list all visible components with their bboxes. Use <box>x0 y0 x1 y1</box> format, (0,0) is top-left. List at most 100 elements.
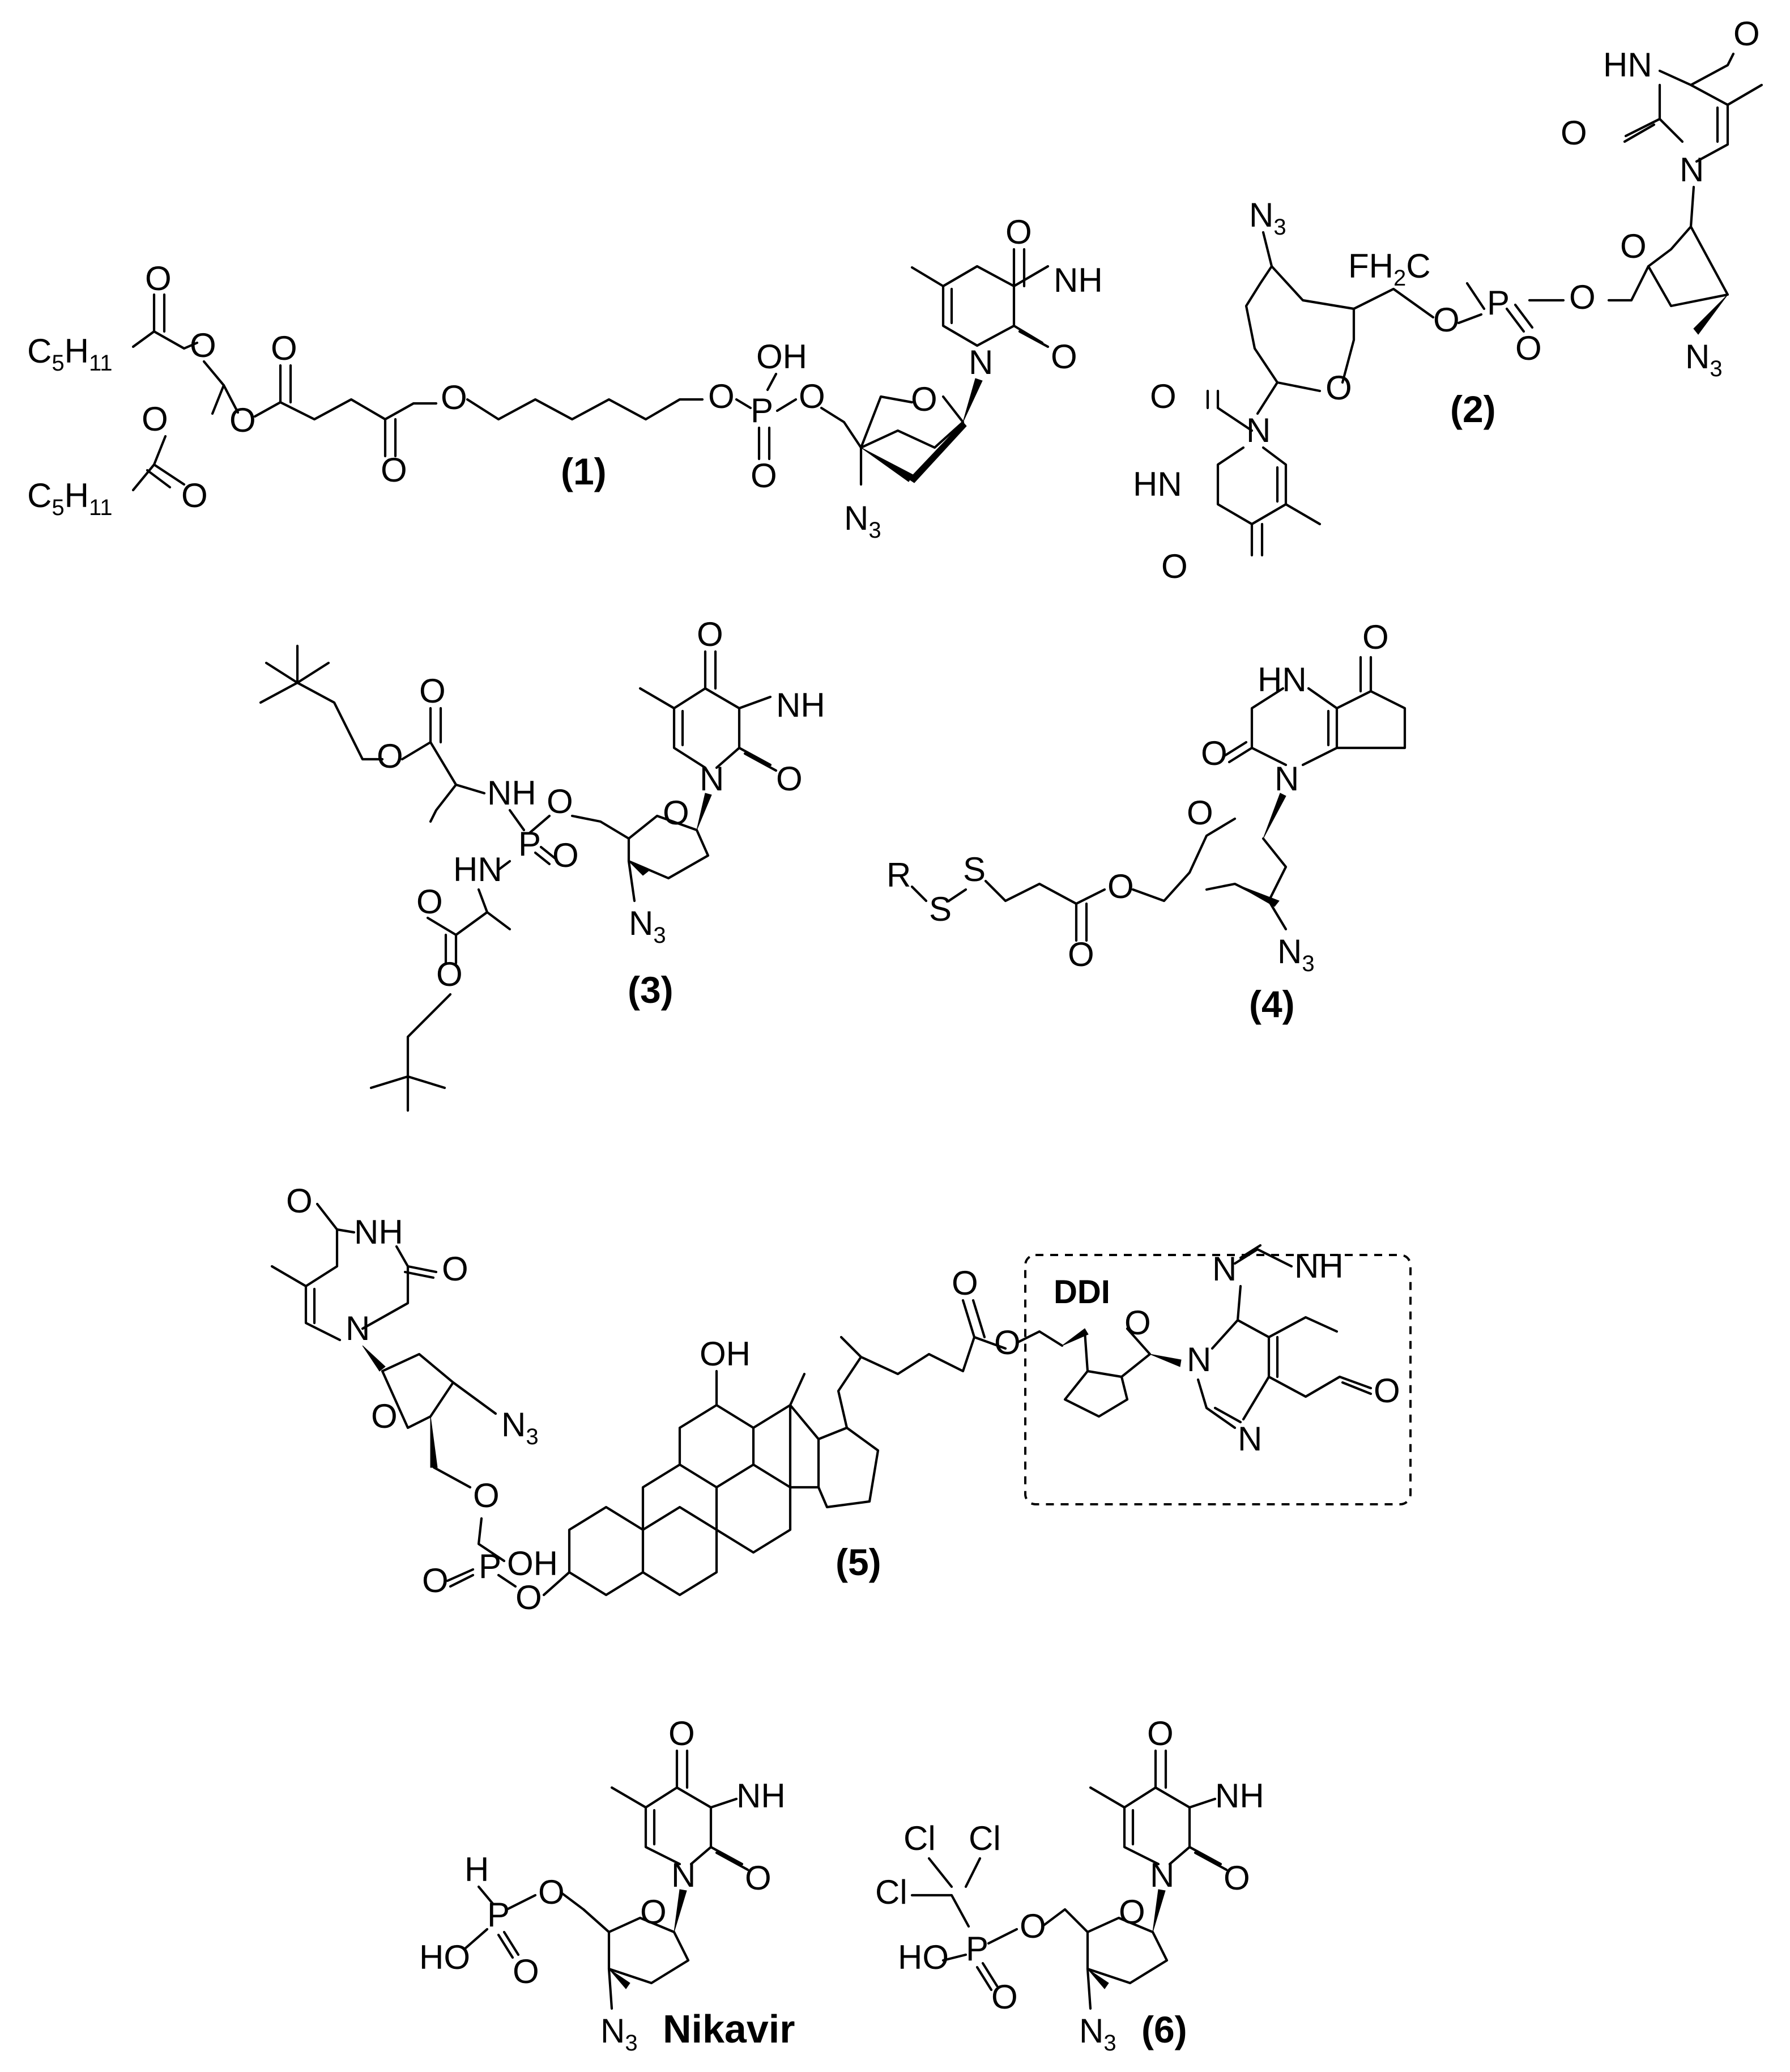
compound-5-structure: O NH O N O N3 O OH P O O OH O O DDI O N … <box>270 1182 1412 1616</box>
atom-o: O <box>442 1250 468 1288</box>
atom-o: O <box>381 451 407 489</box>
atom-n: N <box>1680 151 1704 189</box>
n3-label: N3 <box>600 2012 638 2056</box>
atom-o: O <box>513 1952 539 1990</box>
compound-6-label: (6) <box>1141 2009 1187 2050</box>
atom-r: R <box>887 856 911 894</box>
atom-o: O <box>745 1859 772 1897</box>
atom-n: N <box>969 343 993 381</box>
compound-3-structure: O O NH P O O HN O O O N3 N O NH O (3) <box>259 615 825 1112</box>
n3-label: N3 <box>501 1406 539 1449</box>
atom-o: O <box>1433 301 1460 339</box>
atom-cl: Cl <box>969 1819 1001 1857</box>
atom-o: O <box>515 1579 542 1616</box>
ddi-label: DDI <box>1054 1274 1110 1311</box>
compound-4-label: (4) <box>1249 983 1295 1025</box>
compound-3-label: (3) <box>628 969 674 1011</box>
atom-o: O <box>436 955 463 993</box>
atom-o: O <box>1161 547 1188 585</box>
atom-s: S <box>963 850 986 888</box>
atom-o: O <box>776 760 803 798</box>
atom-o: O <box>145 259 172 297</box>
atom-nh: NH <box>776 686 825 724</box>
atom-o: O <box>952 1264 978 1302</box>
atom-o: O <box>1374 1372 1400 1410</box>
atom-o: O <box>1515 329 1542 367</box>
atom-o: O <box>1068 935 1094 973</box>
atom-o: O <box>1201 734 1228 772</box>
atom-nh: NH <box>1054 261 1103 299</box>
atom-o: O <box>668 1714 695 1752</box>
atom-o: O <box>751 457 777 495</box>
atom-n: N <box>1238 1420 1262 1458</box>
compound-6-structure: Cl Cl Cl P HO O O O N3 N O NH O (6) <box>875 1714 1264 2056</box>
atom-n: N <box>1275 760 1299 798</box>
compound-2-label: (2) <box>1450 388 1496 430</box>
nikavir-structure: H P HO O O O N3 N O NH O Nikavir <box>419 1714 795 2056</box>
atom-o: O <box>377 737 403 775</box>
atom-o: O <box>1005 213 1032 251</box>
atom-o: O <box>663 794 689 832</box>
atom-ho: HO <box>419 1938 470 1976</box>
atom-o: O <box>697 615 723 653</box>
atom-nh: NH <box>1294 1247 1344 1285</box>
atom-o: O <box>473 1477 500 1514</box>
n3-label: N3 <box>629 904 666 948</box>
atom-hn: HN <box>1603 46 1652 84</box>
atom-o: O <box>911 380 937 418</box>
atom-oh: OH <box>507 1545 558 1582</box>
atom-ho: HO <box>898 1938 949 1976</box>
n3-label: N3 <box>1079 2012 1116 2056</box>
atom-hn: HN <box>1133 465 1182 503</box>
n3-label: N3 <box>1249 196 1286 240</box>
compound-2-structure: HN O O N O O P O O FH2C N3 O N3 N O HN O… <box>1133 15 1763 585</box>
atom-o: O <box>181 476 208 514</box>
n3-label: N3 <box>1277 933 1315 976</box>
c5h11-label-bottom: C5H11 <box>27 476 112 520</box>
c5h11-label-top: C5H11 <box>27 332 112 376</box>
nikavir-label: Nikavir <box>663 2007 795 2051</box>
atom-p: P <box>751 392 773 429</box>
atom-nh: NH <box>487 774 536 812</box>
atom-o: O <box>229 401 256 439</box>
atom-o: O <box>1362 618 1389 656</box>
atom-o: O <box>1107 867 1134 905</box>
atom-o: O <box>416 883 443 921</box>
atom-hn: HN <box>453 850 502 888</box>
atom-o: O <box>422 1562 449 1599</box>
atom-o: O <box>1733 15 1760 53</box>
atom-p: P <box>479 1547 501 1585</box>
atom-o: O <box>371 1397 398 1435</box>
atom-o: O <box>640 1893 667 1931</box>
atom-o: O <box>1326 369 1352 407</box>
atom-o: O <box>419 672 446 710</box>
atom-o: O <box>190 326 216 364</box>
atom-o: O <box>1561 114 1587 152</box>
atom-o: O <box>1119 1893 1145 1931</box>
atom-oh: OH <box>700 1335 751 1373</box>
atom-n: N <box>1187 1341 1211 1379</box>
atom-o: O <box>1051 338 1077 376</box>
ddi-dashed-box <box>1024 1254 1412 1505</box>
atom-n: N <box>346 1309 370 1347</box>
atom-cl: Cl <box>875 1873 907 1911</box>
atom-o: O <box>1620 227 1647 265</box>
atom-p: P <box>518 825 541 863</box>
atom-o: O <box>286 1182 313 1220</box>
atom-o: O <box>1150 377 1177 415</box>
atom-p: P <box>966 1930 988 1968</box>
atom-o: O <box>1124 1304 1151 1342</box>
atom-nh: NH <box>736 1777 786 1815</box>
atom-o: O <box>1569 278 1596 316</box>
compound-5-label: (5) <box>836 1541 881 1583</box>
atom-o: O <box>799 377 825 415</box>
atom-o: O <box>552 836 579 874</box>
fh2c-label: FH2C <box>1348 247 1431 291</box>
compound-4-structure: R S S O O O N3 N HN O O (4) <box>887 618 1407 1025</box>
atom-cl: Cl <box>903 1819 936 1857</box>
atom-o: O <box>142 400 168 438</box>
atom-o: O <box>1224 1859 1250 1897</box>
atom-p: P <box>1487 284 1510 322</box>
compound-1-label: (1) <box>561 450 607 492</box>
